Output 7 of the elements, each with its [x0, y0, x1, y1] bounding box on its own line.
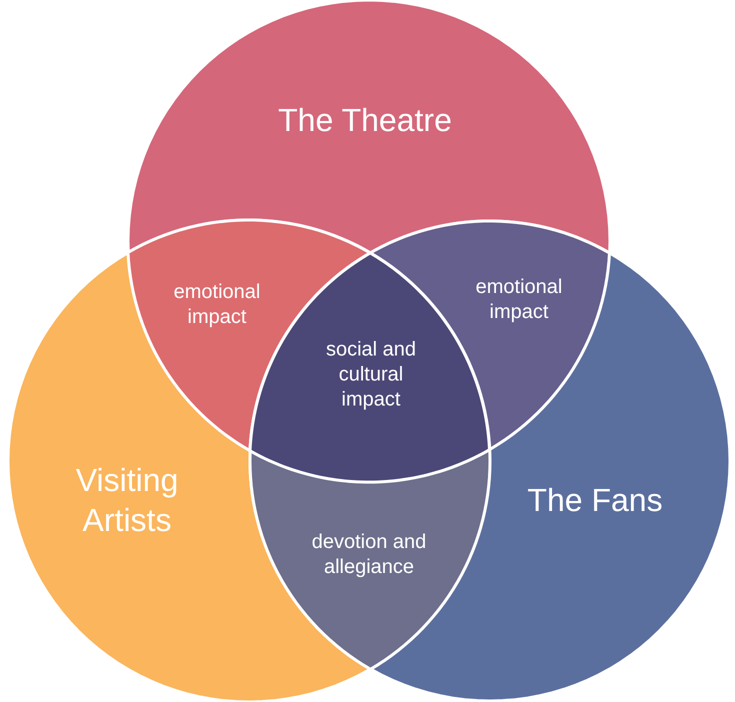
set-label: The Theatre: [277, 101, 453, 140]
set-label: The Fans: [526, 481, 664, 520]
overlap-label: social and cultural impact: [324, 337, 418, 412]
overlap-label: devotion and allegiance: [310, 530, 428, 580]
overlap-label: emotional impact: [474, 274, 564, 325]
set-label: Visiting Artists: [74, 461, 180, 540]
overlap-label: emotional impact: [172, 280, 262, 330]
